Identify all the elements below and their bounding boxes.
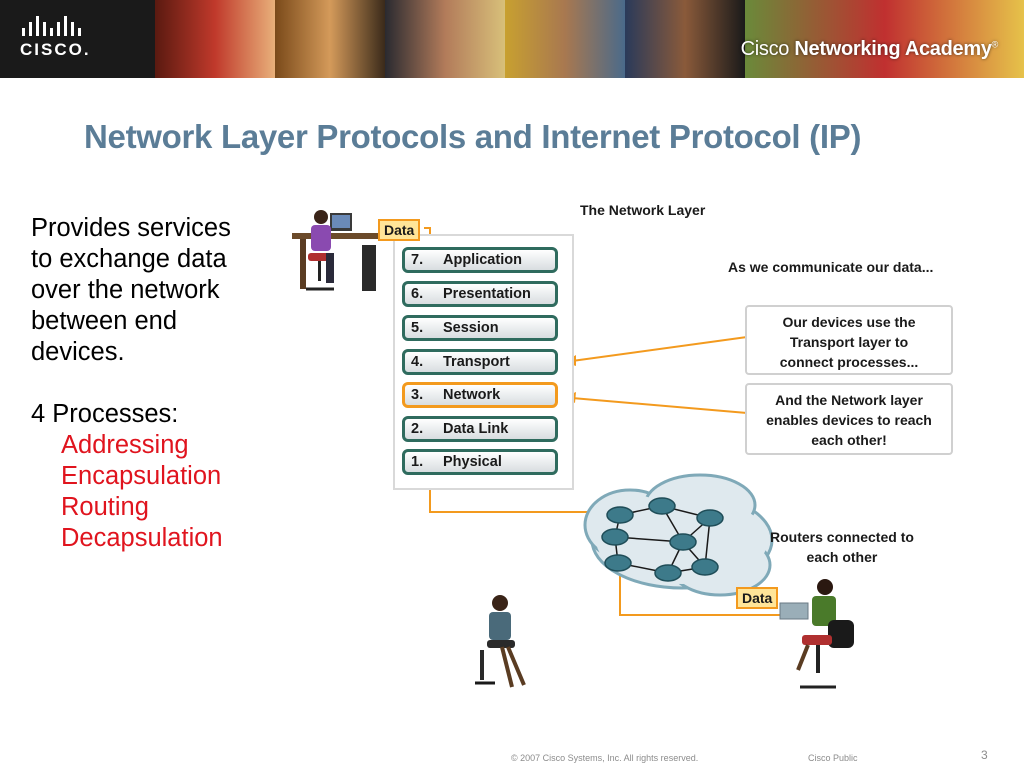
sender-workstation-icon (292, 210, 380, 291)
network-layer-diagram: The Network Layer Data 7. Application 6.… (280, 195, 980, 705)
layer-number: 2. (411, 421, 424, 437)
body-line: to exchange data (31, 245, 227, 273)
banner-photo (155, 0, 275, 78)
data-path-line-return (619, 565, 800, 616)
osi-layer-session: 5. Session (402, 315, 558, 341)
callout-line: connect processes... (779, 354, 919, 370)
registered-mark: ® (991, 39, 999, 50)
banner-photo (275, 0, 385, 78)
layer-number: 6. (411, 286, 424, 302)
callout-transport: Our devices use the Transport layer to c… (745, 305, 953, 375)
process-item: Decapsulation (61, 524, 223, 552)
intro-text: As we communicate our data... (728, 259, 934, 275)
arrow-to-transport (571, 336, 748, 362)
slide-body: Provides services to exchange data over … (31, 213, 271, 554)
page-number: 3 (981, 748, 988, 762)
layer-number: 1. (411, 454, 424, 470)
routers-caption-line: Routers connected to (770, 529, 914, 545)
routers-caption: Routers connected to each other (770, 527, 914, 567)
body-line: devices. (31, 338, 125, 366)
arrow-to-network (571, 397, 748, 414)
data-tag-bottom: Data (736, 587, 779, 609)
router-cloud-icon (583, 473, 774, 597)
routers-caption-line: each other (806, 549, 878, 565)
layer-number: 5. (411, 320, 424, 336)
banner-photo (745, 0, 1024, 78)
body-line: over the network (31, 276, 220, 304)
process-item: Encapsulation (61, 462, 222, 490)
layer-name: Presentation (443, 286, 531, 302)
layer-name: Data Link (443, 421, 509, 437)
layer-number: 4. (411, 354, 424, 370)
slide-title: Network Layer Protocols and Internet Pro… (84, 118, 862, 155)
receiver-workstation-icon (779, 579, 854, 689)
osi-layer-physical: 1. Physical (402, 449, 558, 475)
header-banner: CISCO. Cisco Networking Academy® (0, 0, 1024, 78)
footer-copyright: © 2007 Cisco Systems, Inc. All rights re… (511, 753, 699, 763)
process-item: Routing (61, 493, 149, 521)
osi-layer-data-link: 2. Data Link (402, 416, 558, 442)
academy-brand-part2: Networking Academy (794, 38, 992, 60)
callout-line: each other! (811, 432, 887, 448)
processes-heading: 4 Processes: (31, 400, 179, 428)
seated-person-icon (475, 595, 526, 688)
layer-name: Transport (443, 354, 510, 370)
academy-brand-part1: Cisco (740, 38, 790, 60)
osi-layer-presentation: 6. Presentation (402, 281, 558, 307)
cisco-logo: CISCO. (20, 16, 100, 60)
osi-layer-transport: 4. Transport (402, 349, 558, 375)
callout-line: Transport layer to (789, 334, 909, 350)
process-item: Addressing (61, 431, 189, 459)
layer-name: Application (443, 252, 522, 268)
callout-line: Our devices use the (782, 314, 916, 330)
diagram-heading: The Network Layer (580, 202, 706, 218)
data-tag-top: Data (378, 219, 421, 241)
callout-line: enables devices to reach (766, 412, 932, 428)
layer-name: Network (443, 387, 501, 403)
callout-line: And the Network layer (775, 392, 923, 408)
layer-number: 3. (411, 387, 424, 403)
osi-layer-network: 3. Network (402, 382, 558, 408)
diagram-graphics (292, 210, 854, 689)
layer-name: Physical (443, 454, 502, 470)
banner-photo (625, 0, 745, 78)
cisco-wordmark: CISCO. (20, 40, 91, 59)
body-line: between end (31, 307, 178, 335)
banner-photo (385, 0, 505, 78)
banner-photo-strip (155, 0, 1024, 78)
osi-layer-application: 7. Application (402, 247, 558, 273)
cisco-bridge-icon (22, 16, 100, 36)
academy-brand: Cisco Networking Academy® (740, 38, 999, 61)
callout-network: And the Network layer enables devices to… (745, 383, 953, 455)
footer-classification: Cisco Public (808, 753, 858, 763)
layer-name: Session (443, 320, 499, 336)
banner-photo (505, 0, 625, 78)
body-line: Provides services (31, 214, 231, 242)
layer-number: 7. (411, 252, 424, 268)
